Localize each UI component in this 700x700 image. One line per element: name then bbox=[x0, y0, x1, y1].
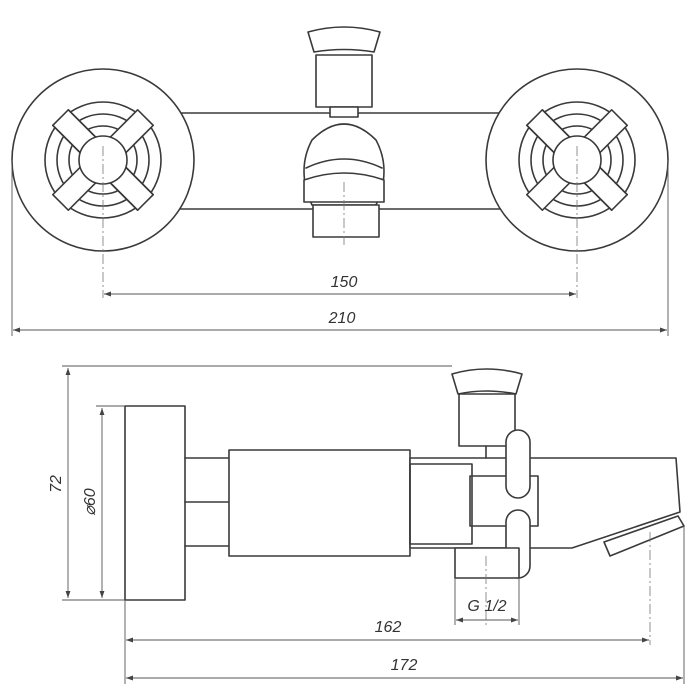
dim-label-210: 210 bbox=[328, 310, 356, 327]
dim-label-diameter-60: ⌀60 bbox=[82, 488, 99, 516]
dim-flange-diameter: ⌀60 bbox=[82, 408, 105, 598]
dim-label-thread: G 1/2 bbox=[467, 598, 506, 615]
dim-label-72: 72 bbox=[48, 475, 65, 493]
side-body bbox=[228, 449, 411, 557]
dim-spout-depth: 162 bbox=[126, 619, 649, 643]
top-diverter bbox=[303, 26, 385, 238]
top-view: 150 210 bbox=[11, 26, 669, 336]
dim-overall-width: 210 bbox=[13, 310, 667, 333]
connector-pipes bbox=[184, 457, 230, 547]
dim-side-height: 72 bbox=[48, 368, 71, 598]
thread-inlet bbox=[454, 547, 520, 579]
dim-label-172: 172 bbox=[391, 657, 418, 674]
side-view: 72 ⌀60 G 1/2 162 172 bbox=[48, 365, 685, 684]
dim-thread: G 1/2 bbox=[456, 598, 518, 623]
dim-center-distance: 150 bbox=[104, 274, 576, 297]
dim-label-162: 162 bbox=[375, 619, 402, 636]
dim-overall-depth: 172 bbox=[126, 657, 683, 681]
dim-label-150: 150 bbox=[331, 274, 358, 291]
side-diverter bbox=[451, 368, 523, 459]
wall-flange bbox=[124, 405, 186, 601]
